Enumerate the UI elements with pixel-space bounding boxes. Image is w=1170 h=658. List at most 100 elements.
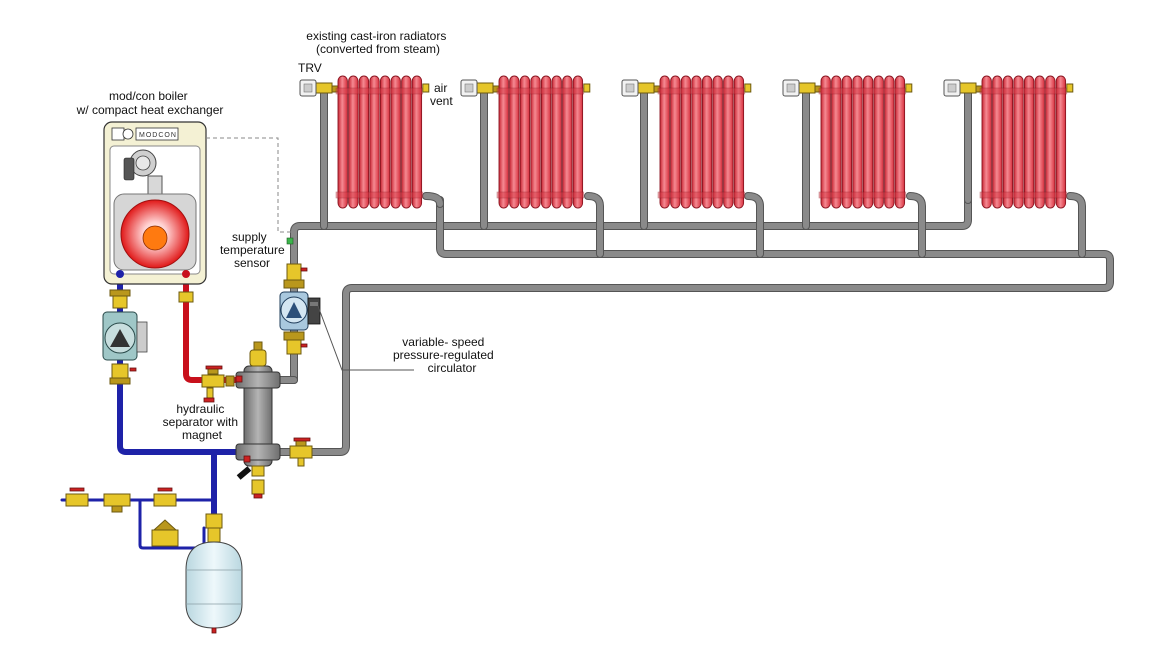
boiler-knob bbox=[122, 128, 134, 140]
air-vent bbox=[422, 83, 430, 93]
radiator-section bbox=[992, 75, 1003, 209]
radiator-section bbox=[348, 75, 359, 209]
radiator-section bbox=[691, 75, 702, 209]
radiator-section bbox=[981, 75, 992, 209]
radiator-section bbox=[712, 75, 723, 209]
radiator bbox=[782, 75, 913, 209]
radiator-section bbox=[680, 75, 692, 209]
radiator-section bbox=[733, 75, 745, 209]
trv-dial bbox=[947, 83, 957, 93]
radiator bbox=[460, 75, 591, 209]
circulator-label: variable- speed pressure-regulated circu… bbox=[393, 335, 497, 375]
radiator-section bbox=[540, 75, 552, 209]
radiator-top-header bbox=[657, 87, 746, 95]
radiator bbox=[943, 75, 1074, 209]
radiators-label: existing cast-iron radiators (converted … bbox=[306, 29, 449, 56]
pump-arrow-icon bbox=[286, 302, 302, 318]
radiator-section bbox=[659, 75, 670, 209]
radiator-bottom-header bbox=[979, 191, 1068, 199]
radiator-bottom-header bbox=[818, 191, 907, 199]
radiator-section bbox=[701, 75, 713, 209]
air-vent bbox=[583, 83, 591, 93]
radiator-section bbox=[1013, 75, 1024, 209]
radiator-top-header bbox=[979, 87, 1068, 95]
radiator-section bbox=[401, 75, 412, 209]
trv-dial bbox=[464, 83, 474, 93]
radiator-section bbox=[390, 75, 401, 209]
radiator-section bbox=[852, 75, 863, 209]
radiator-section bbox=[551, 75, 562, 209]
boiler-circulator bbox=[102, 289, 148, 385]
system-piping bbox=[266, 88, 1114, 456]
variable-speed-circulator bbox=[279, 237, 321, 355]
radiator-section bbox=[530, 75, 541, 209]
hydraulic-separator bbox=[235, 341, 281, 499]
radiator-section bbox=[841, 75, 853, 209]
modcon-boiler: MODCON bbox=[103, 121, 207, 285]
makeup-water-assembly bbox=[65, 487, 223, 547]
radiator-section bbox=[831, 75, 842, 209]
pump-arrow-icon bbox=[110, 329, 130, 347]
radiator-section bbox=[1002, 75, 1014, 209]
radiator-section bbox=[862, 75, 874, 209]
radiator-bottom-header bbox=[496, 191, 585, 199]
backflow-preventer bbox=[103, 493, 131, 507]
radiator-top-header bbox=[818, 87, 907, 95]
red-fitting-union bbox=[178, 291, 194, 303]
separator-label: hydraulic separator with magnet bbox=[163, 402, 242, 442]
air-vent-label: air vent bbox=[430, 81, 453, 108]
isolation-valve bbox=[65, 493, 89, 507]
radiator-section bbox=[572, 75, 584, 209]
magnet bbox=[236, 466, 252, 480]
trv-valve bbox=[313, 82, 333, 94]
radiator-bottom-header bbox=[657, 191, 746, 199]
trv-valve bbox=[796, 82, 816, 94]
radiator-section bbox=[723, 75, 734, 209]
radiator-section bbox=[379, 75, 391, 209]
sensor-wire bbox=[206, 137, 292, 233]
tank-valve bbox=[205, 513, 223, 529]
radiator bbox=[621, 75, 752, 209]
boiler-label: mod/con boiler w/ compact heat exchanger bbox=[76, 89, 224, 117]
trv-dial bbox=[786, 83, 796, 93]
radiator-section bbox=[873, 75, 884, 209]
radiator bbox=[299, 75, 430, 209]
supply-sensor-label: supply temperature sensor bbox=[220, 230, 288, 270]
pressure-reducing-valve bbox=[151, 529, 179, 547]
supply-ball-valve bbox=[201, 365, 235, 388]
radiator-section bbox=[509, 75, 520, 209]
trv-valve bbox=[635, 82, 655, 94]
circulator-leader-line bbox=[317, 305, 414, 371]
trv-valve bbox=[957, 82, 977, 94]
radiator-section bbox=[884, 75, 895, 209]
radiator-group bbox=[299, 75, 1074, 209]
radiator-top-header bbox=[335, 87, 424, 95]
trv-dial bbox=[303, 83, 313, 93]
radiator-top-header bbox=[496, 87, 585, 95]
burner-flame bbox=[142, 225, 168, 251]
radiator-section bbox=[1045, 75, 1056, 209]
supply-drain-valve bbox=[203, 387, 215, 403]
air-vent bbox=[905, 83, 913, 93]
isolation-valve bbox=[153, 493, 177, 507]
boiler-panel-label: MODCON bbox=[139, 132, 177, 139]
radiator-section bbox=[1034, 75, 1045, 209]
air-vent bbox=[1066, 83, 1074, 93]
temperature-sensor bbox=[286, 237, 294, 245]
radiator-section bbox=[894, 75, 906, 209]
radiator-section bbox=[358, 75, 370, 209]
trv-label: TRV bbox=[298, 61, 322, 75]
radiator-section bbox=[498, 75, 509, 209]
return-ball-valve bbox=[289, 437, 313, 467]
radiator-section bbox=[337, 75, 348, 209]
radiator-section bbox=[820, 75, 831, 209]
radiator-section bbox=[1023, 75, 1035, 209]
boiler-display bbox=[111, 127, 125, 141]
expansion-tank bbox=[185, 527, 243, 634]
radiator-section bbox=[562, 75, 573, 209]
radiator-section bbox=[369, 75, 380, 209]
radiator-section bbox=[519, 75, 531, 209]
trv-dial bbox=[625, 83, 635, 93]
air-vent bbox=[744, 83, 752, 93]
